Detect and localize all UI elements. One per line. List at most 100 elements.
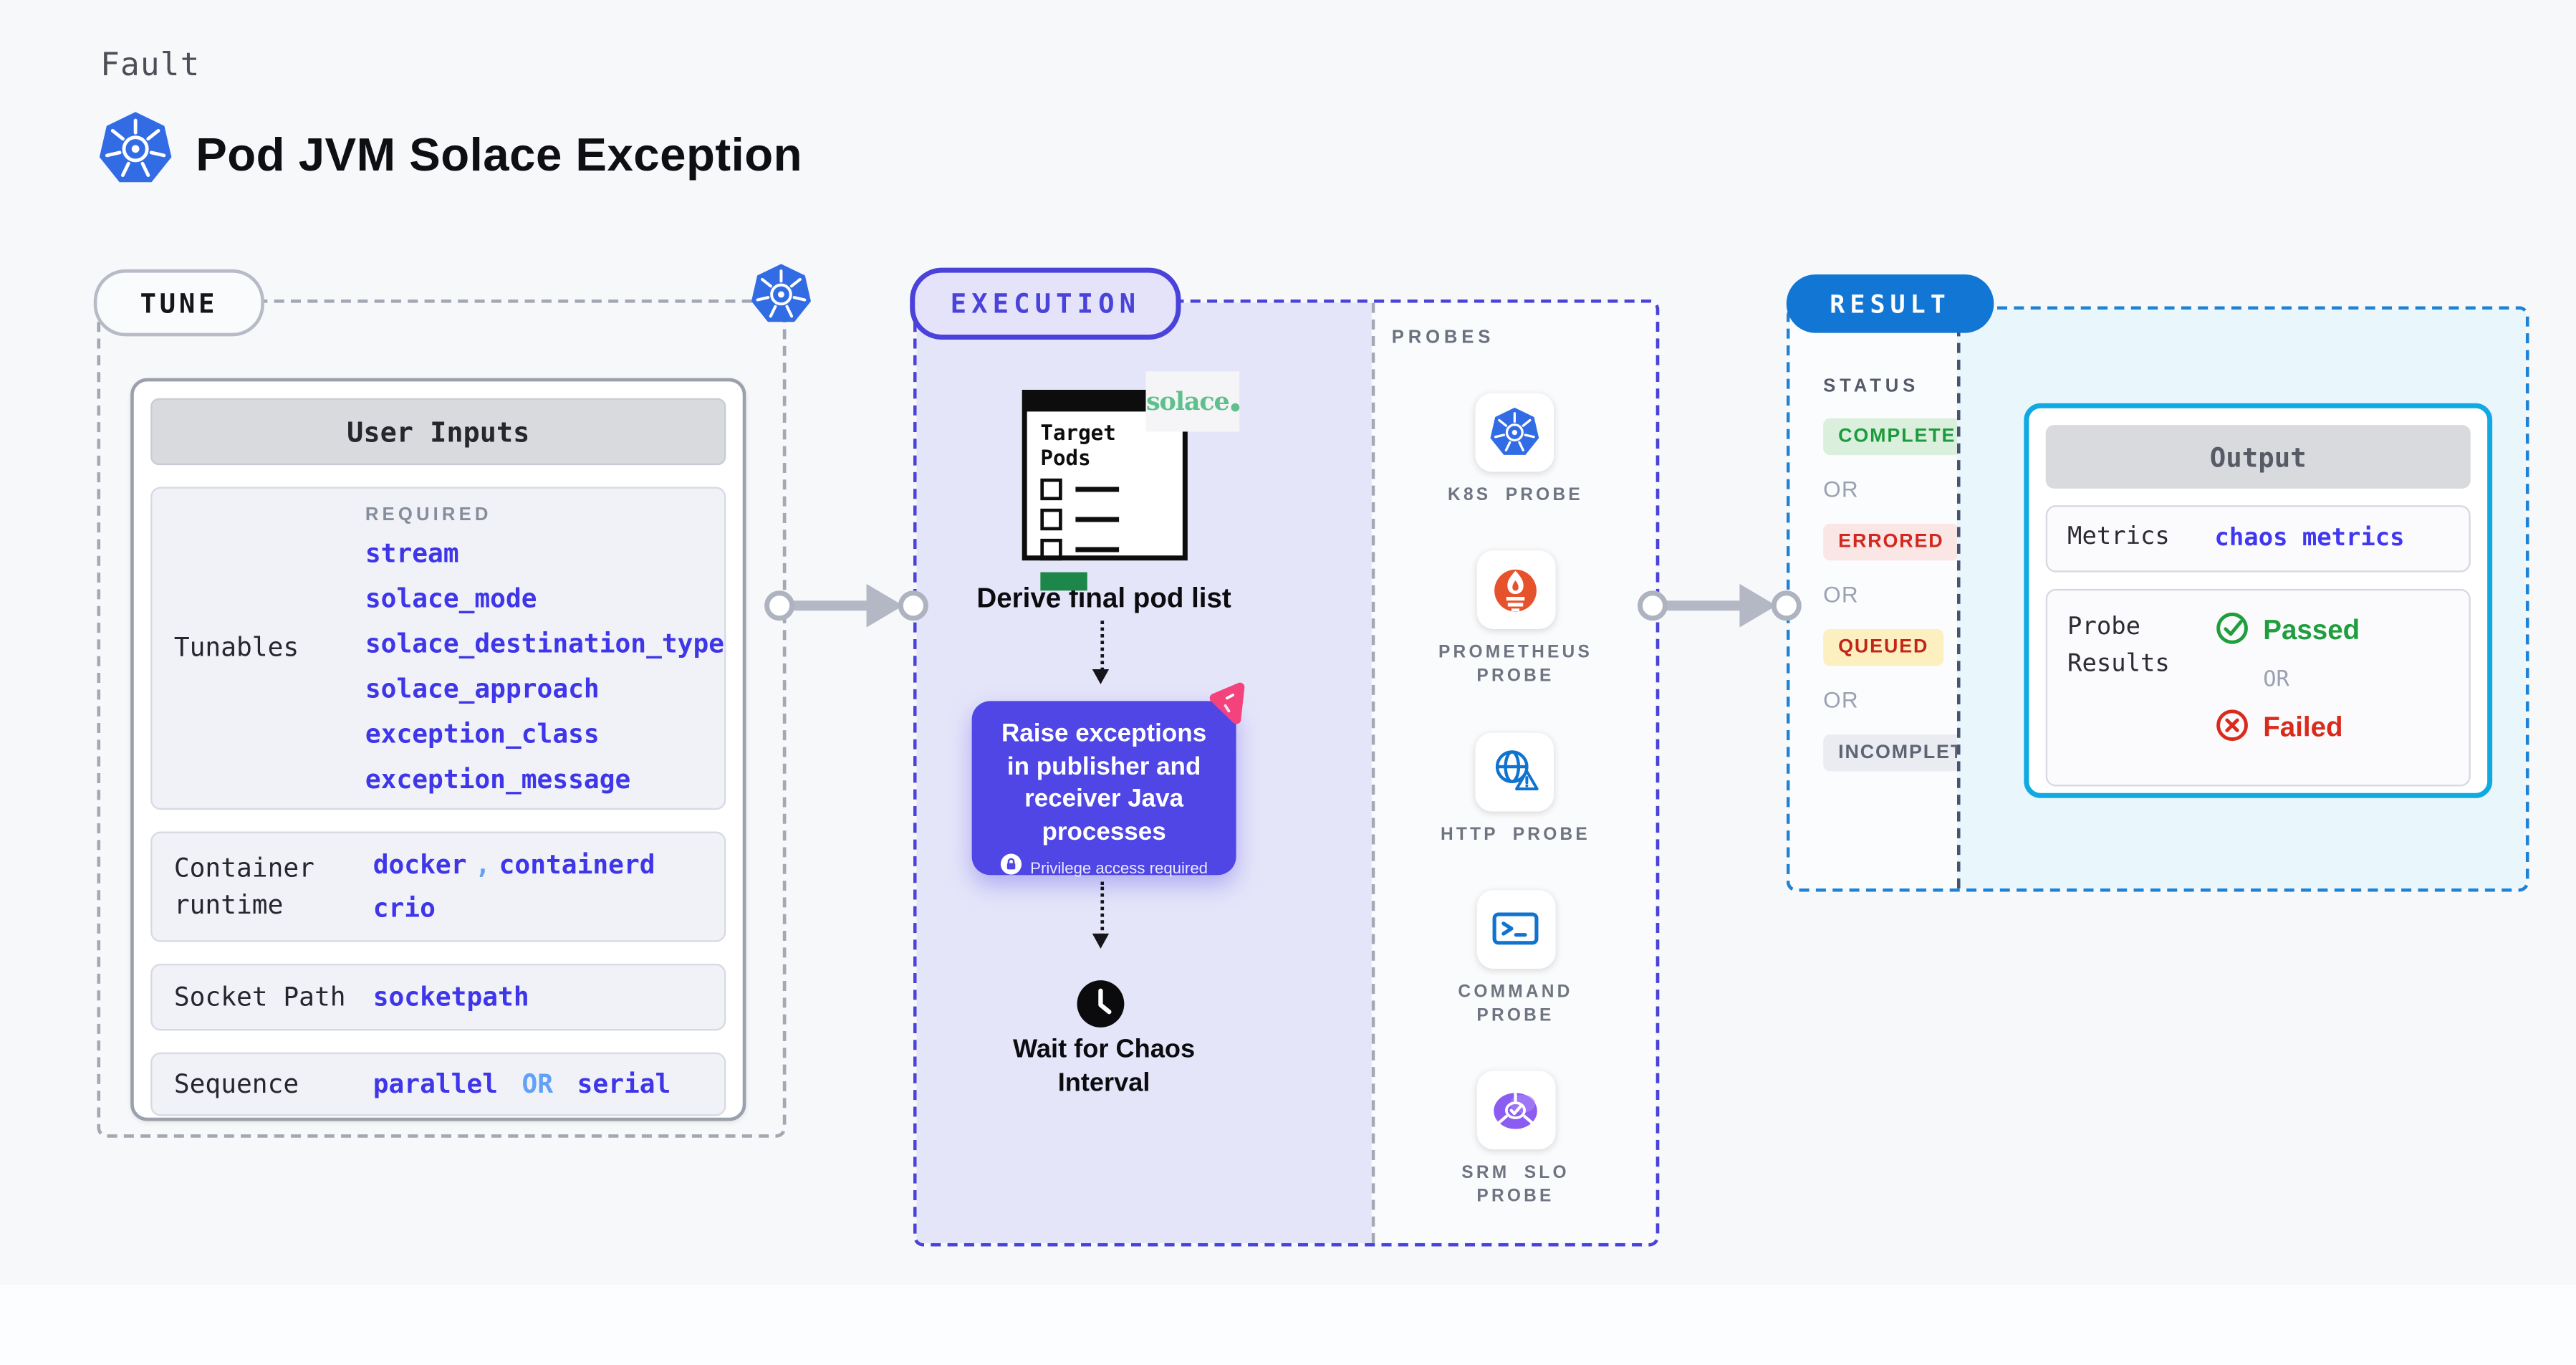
probe-item: HTTP PROBE <box>1441 732 1590 846</box>
container-runtime-values: docker, containerd crio <box>373 843 724 930</box>
tunable-value: exception_message <box>365 765 631 795</box>
metrics-label: Metrics <box>2067 524 2170 551</box>
tune-badge: TUNE <box>93 269 264 337</box>
or-separator: OR <box>1823 687 1859 713</box>
socket-path-value: socketpath <box>373 982 529 1012</box>
passed-label: Passed <box>2263 616 2360 646</box>
result-section: STATUS COMPLETED OR ERRORED OR QUEUED OR… <box>1786 306 2529 892</box>
container-runtime-label: Container runtime <box>173 852 314 921</box>
solace-logo: solace <box>1145 371 1240 432</box>
failed-x-icon <box>2215 708 2250 749</box>
pod-list-item <box>1040 538 1169 561</box>
sequence-label: Sequence <box>173 1068 299 1099</box>
srm-slo-probe-icon <box>1476 1071 1555 1150</box>
failed-label: Failed <box>2263 712 2343 743</box>
line-placeholder <box>1075 487 1120 492</box>
checkbox-icon <box>1040 538 1062 561</box>
probe-label: HTTP PROBE <box>1441 824 1590 845</box>
user-inputs-card: User Inputs Tunables REQUIRED stream sol… <box>130 378 746 1121</box>
probe-label: K8S PROBE <box>1448 485 1583 506</box>
probe-results-row: Probe Results Passed OR <box>2045 588 2471 787</box>
socket-path-label: Socket Path <box>173 982 346 1012</box>
socket-path-row: Socket Path socketpath <box>150 963 726 1031</box>
clock-icon <box>1075 979 1125 1038</box>
probe-item: PROMETHEUS PROBE <box>1435 550 1595 689</box>
execution-badge: EXECUTION <box>910 267 1181 340</box>
metrics-row: Metrics chaos metrics <box>2045 505 2471 573</box>
probe-results-label: Probe Results <box>2067 613 2170 678</box>
container-runtime-row: Container runtime docker, containerd crio <box>150 831 726 942</box>
line-placeholder <box>1075 547 1120 552</box>
status-title: STATUS <box>1823 376 1920 397</box>
sequence-row: Sequence parallel OR serial <box>150 1052 726 1116</box>
runtime-value: crio <box>373 893 436 924</box>
bottom-strip <box>0 1285 2576 1365</box>
kubernetes-logo-icon <box>97 110 173 196</box>
flow-dotted-arrow <box>1092 621 1110 685</box>
metrics-value: chaos metrics <box>2214 525 2405 552</box>
or-keyword: OR <box>522 1069 554 1100</box>
pod-list-item <box>1040 508 1169 531</box>
runtime-value: docker <box>373 850 467 881</box>
tunable-value: stream <box>365 538 459 569</box>
probes-title: PROBES <box>1391 327 1495 348</box>
prometheus-probe-icon <box>1476 550 1555 630</box>
status-badge-errored: ERRORED <box>1823 523 1959 561</box>
execution-section: solace Target Pods Derive final pod list <box>913 299 1660 1247</box>
probes-panel: PROBES <box>1371 302 1656 1243</box>
probe-label: PROMETHEUS PROBE <box>1438 643 1593 687</box>
kubernetes-icon <box>749 263 813 335</box>
tunable-value: solace_mode <box>365 583 537 614</box>
checkbox-icon <box>1040 508 1062 531</box>
flow-dotted-arrow <box>1092 881 1110 949</box>
execution-flow-panel: solace Target Pods Derive final pod list <box>916 302 1372 1243</box>
runtime-value: containerd <box>499 850 655 881</box>
tunables-label: Tunables <box>173 633 299 664</box>
tunable-value: exception_class <box>365 719 600 750</box>
passed-result: Passed <box>2215 610 2360 652</box>
tunables-row: Tunables REQUIRED stream solace_mode sol… <box>150 487 726 810</box>
output-card: Output Metrics chaos metrics Probe Resul… <box>2024 403 2493 798</box>
pod-list-item <box>1040 478 1169 501</box>
derive-pod-list-label: Derive final pod list <box>976 583 1231 614</box>
sequence-value: parallel OR serial <box>373 1069 671 1100</box>
failed-result: Failed <box>2215 708 2360 749</box>
page-title: Pod JVM Solace Exception <box>196 128 803 181</box>
http-probe-icon <box>1476 732 1555 811</box>
or-separator: OR <box>1823 476 1859 502</box>
probe-label: COMMAND PROBE <box>1458 981 1573 1026</box>
lock-icon <box>1000 853 1022 883</box>
or-separator: OR <box>2263 667 2289 693</box>
probes-list: K8S PROBE PROMETHEUS PROBE <box>1375 393 1655 1209</box>
privilege-note: Privilege access required <box>987 853 1221 883</box>
tune-section <box>97 299 787 1138</box>
output-panel: Output Metrics chaos metrics Probe Resul… <box>1956 309 2526 889</box>
command-probe-icon <box>1476 889 1555 969</box>
target-pods-title: Target Pods <box>1040 420 1116 471</box>
action-text: Raise exceptions in publisher and receiv… <box>1001 719 1207 846</box>
wait-interval-label: Wait for Chaos Interval <box>1013 1035 1196 1098</box>
fault-kicker: Fault <box>100 47 201 84</box>
tunable-value: solace_destination_type <box>365 628 725 659</box>
comma-separator: , <box>475 850 491 881</box>
litmus-chaos-icon <box>1203 680 1255 739</box>
user-inputs-header: User Inputs <box>150 398 726 466</box>
chaos-action-box: Raise exceptions in publisher and receiv… <box>971 682 1245 878</box>
probe-item: SRM SLO PROBE <box>1435 1071 1595 1208</box>
progress-bar <box>1040 572 1087 591</box>
output-header: Output <box>2045 425 2471 489</box>
probe-item: COMMAND PROBE <box>1435 889 1595 1027</box>
passed-check-icon <box>2215 610 2250 652</box>
required-label: REQUIRED <box>365 505 492 526</box>
checkbox-icon <box>1040 478 1062 501</box>
status-column: STATUS COMPLETED OR ERRORED OR QUEUED OR… <box>1789 309 2009 889</box>
probe-label: SRM SLO PROBE <box>1461 1162 1570 1207</box>
probe-item: K8S PROBE <box>1448 393 1583 507</box>
status-badge-queued: QUEUED <box>1823 628 1944 666</box>
result-badge: RESULT <box>1786 274 1994 333</box>
tunables-values: REQUIRED stream solace_mode solace_desti… <box>365 489 724 808</box>
or-separator: OR <box>1823 582 1859 608</box>
k8s-probe-icon <box>1476 393 1555 472</box>
tunable-value: solace_approach <box>365 674 600 705</box>
